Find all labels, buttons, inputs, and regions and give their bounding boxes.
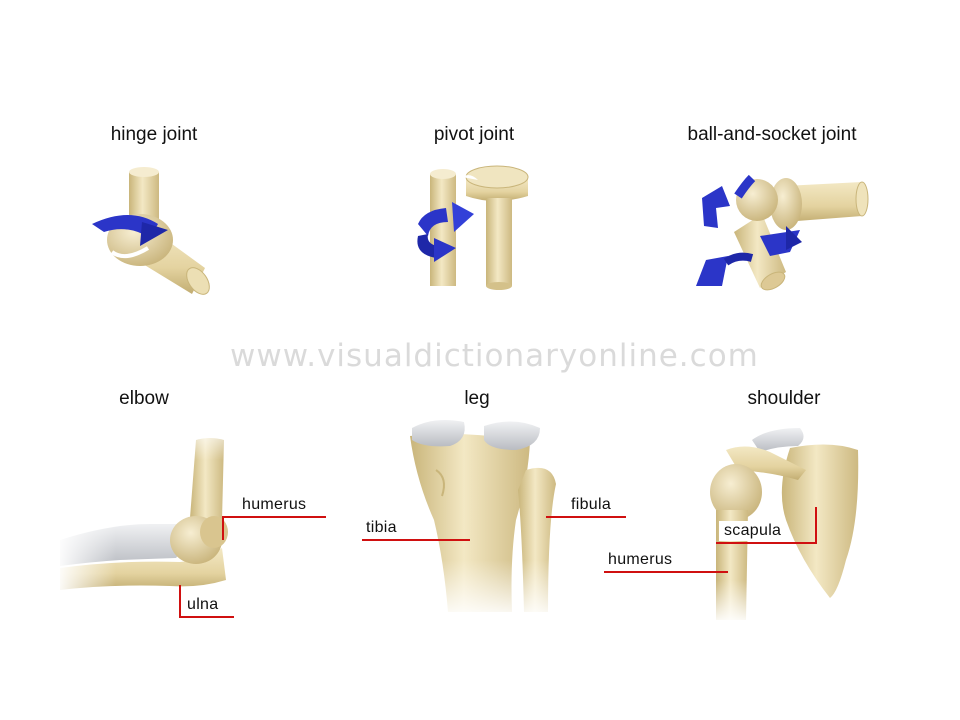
pivot-joint-model [417,165,529,290]
label-leader-lines [179,507,817,618]
shoulder-scapula-line [716,507,817,544]
elbow-humerus-line [222,516,326,540]
shoulder-scapula-label: scapula [719,521,787,541]
leg-tibia-label: tibia [366,519,397,536]
leg-illustration [400,420,570,620]
ball-and-socket-joint-model [696,174,869,291]
hinge-joint-title: hinge joint [110,124,198,145]
hinge-joint-model [92,167,210,295]
elbow-ulna-line [179,585,234,618]
elbow-title: elbow [119,388,169,409]
ball-and-socket-joint-title: ball-and-socket joint [687,124,857,145]
leg-title: leg [464,388,490,409]
shoulder-title: shoulder [747,388,821,409]
watermark-text: www.visualdictionaryonline.com [230,338,759,374]
shoulder-humerus-label: humerus [608,551,673,568]
leg-fibula-label: fibula [571,496,612,513]
elbow-illustration [56,420,240,600]
elbow-humerus-label: humerus [242,496,307,513]
elbow-ulna-label: ulna [187,596,219,613]
pivot-joint-title: pivot joint [433,124,515,145]
